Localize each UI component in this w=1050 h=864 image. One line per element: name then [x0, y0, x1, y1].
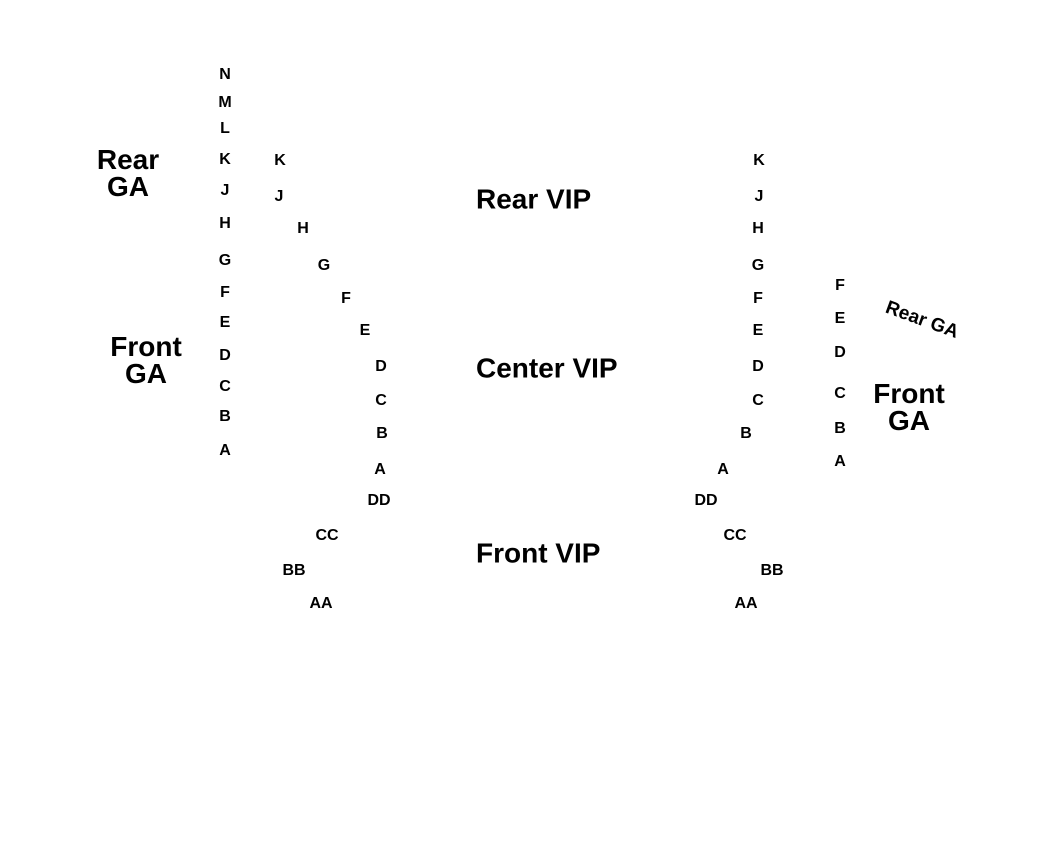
section-label-rear-ga-right: Rear GA: [882, 297, 962, 343]
row-label-left-inner-dd: DD: [367, 492, 391, 509]
section-label-line: Rear: [96, 144, 160, 175]
section-label-line: Front: [873, 378, 945, 409]
row-label-left-inner-h: H: [297, 220, 309, 237]
row-label-left-inner-cc: CC: [315, 527, 339, 544]
row-label-left-inner-j: J: [274, 188, 284, 205]
row-label-right-inner-a: A: [717, 461, 729, 478]
row-label-left-outer-l: L: [220, 120, 230, 137]
section-label-rear-vip: Rear VIP: [476, 183, 592, 215]
row-label-left-outer-m: M: [218, 94, 232, 111]
row-label-right-inner-d: D: [752, 358, 764, 375]
row-label-left-outer-j: J: [220, 182, 230, 199]
section-label-line: GA: [125, 358, 167, 389]
section-label-rear-ga-left: Rear GA: [96, 144, 160, 202]
row-label-right-inner-b: B: [740, 425, 752, 442]
row-label-right-inner-e: E: [752, 322, 764, 339]
row-label-right-inner-c: C: [752, 392, 764, 409]
section-label-line: GA: [888, 405, 930, 436]
row-label-right-inner-h: H: [752, 220, 764, 237]
row-label-left-inner-aa: AA: [309, 595, 333, 612]
row-label-right-outer-e: E: [834, 310, 846, 327]
row-label-right-outer-b: B: [834, 420, 846, 437]
row-label-left-inner-d: D: [375, 358, 387, 375]
section-label-line: GA: [106, 171, 149, 202]
row-label-left-inner-b: B: [376, 425, 388, 442]
row-label-left-inner-bb: BB: [282, 562, 306, 579]
row-label-left-inner-e: E: [359, 322, 371, 339]
row-label-right-outer-c: C: [834, 385, 846, 402]
row-label-left-outer-b: B: [219, 408, 231, 425]
section-label-front-ga-right: Front GA: [873, 378, 945, 436]
row-label-left-outer-n: N: [219, 66, 231, 83]
row-label-left-inner-g: G: [317, 257, 331, 274]
row-label-left-outer-e: E: [219, 314, 231, 331]
row-label-left-outer-a: A: [219, 442, 231, 459]
row-label-right-outer-f: F: [835, 277, 845, 294]
section-label-line: Front: [110, 331, 182, 362]
row-label-left-inner-f: F: [341, 290, 351, 307]
row-label-left-outer-f: F: [220, 284, 230, 301]
row-label-left-outer-d: D: [219, 347, 231, 364]
row-label-right-inner-aa: AA: [734, 595, 758, 612]
row-label-right-inner-j: J: [754, 188, 764, 205]
row-label-left-inner-c: C: [375, 392, 387, 409]
section-label-front-ga-left: Front GA: [110, 331, 182, 389]
row-label-right-inner-g: G: [751, 257, 765, 274]
row-label-right-inner-f: F: [753, 290, 763, 307]
row-label-left-outer-h: H: [219, 215, 231, 232]
row-label-right-outer-a: A: [834, 453, 846, 470]
row-label-right-inner-cc: CC: [723, 527, 747, 544]
section-label-front-vip: Front VIP: [476, 537, 601, 569]
row-label-left-outer-g: G: [218, 252, 232, 269]
row-label-right-inner-bb: BB: [760, 562, 784, 579]
section-label-center-vip: Center VIP: [476, 352, 618, 384]
row-label-left-outer-k: K: [219, 151, 231, 168]
row-label-right-outer-d: D: [834, 344, 846, 361]
row-label-right-inner-k: K: [753, 152, 765, 169]
row-label-left-inner-k: K: [274, 152, 286, 169]
row-label-left-inner-a: A: [374, 461, 386, 478]
row-label-left-outer-c: C: [219, 378, 231, 395]
row-label-right-inner-dd: DD: [694, 492, 718, 509]
